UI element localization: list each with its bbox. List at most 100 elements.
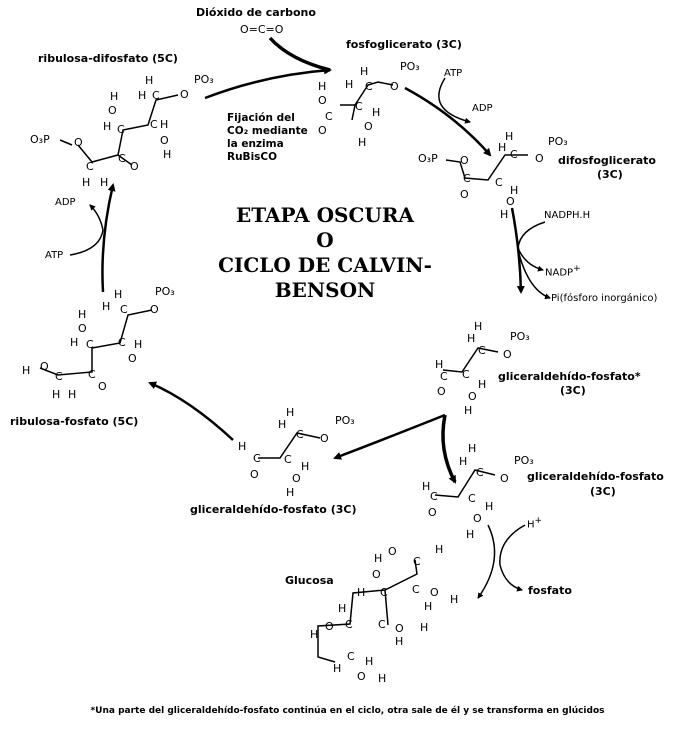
svg-text:C: C	[325, 110, 333, 123]
molecule-gliceraldehido-right	[434, 469, 496, 498]
svg-text:H: H	[422, 480, 430, 493]
svg-text:C: C	[86, 160, 94, 173]
svg-text:H: H	[22, 364, 30, 377]
svg-text:O: O	[473, 512, 482, 525]
svg-text:C: C	[88, 368, 96, 381]
h-plus-charge: +	[534, 516, 543, 526]
fixation-line: RuBisCO	[227, 151, 278, 163]
arrow-co2-in	[268, 36, 331, 72]
svg-text:PO₃: PO₃	[335, 414, 355, 427]
svg-text:O: O	[40, 360, 49, 373]
svg-text:H: H	[498, 141, 506, 154]
arrow-to-glucose	[477, 524, 496, 599]
svg-text:H: H	[424, 600, 432, 613]
atp-left-label: ATP	[45, 250, 64, 261]
pi-label: Pi(fósforo inorgánico)	[551, 293, 658, 304]
svg-text:O: O	[98, 380, 107, 393]
title-line: CICLO DE CALVIN-	[218, 253, 432, 277]
svg-text:H: H	[138, 89, 146, 102]
svg-text:C: C	[253, 452, 261, 465]
svg-text:H: H	[468, 442, 476, 455]
title-line: ETAPA OSCURA	[236, 203, 414, 227]
svg-text:H: H	[134, 338, 142, 351]
svg-text:H: H	[450, 593, 458, 606]
arrow-g3p-to-ru5p	[148, 381, 234, 441]
fixation-line: la enzima	[227, 138, 284, 150]
svg-text:O: O	[460, 188, 469, 201]
svg-text:O: O	[372, 568, 381, 581]
svg-text:C: C	[378, 618, 386, 631]
molecule-gliceraldehido-star	[442, 347, 499, 373]
svg-text:C: C	[345, 618, 353, 631]
svg-text:H: H	[82, 176, 90, 189]
svg-text:O: O	[460, 154, 469, 167]
svg-text:H: H	[301, 460, 309, 473]
svg-text:O: O	[130, 160, 139, 173]
gliceraldehido-left-label: gliceraldehído-fosfato (3C)	[190, 503, 357, 516]
svg-text:H: H	[357, 586, 365, 599]
difosfoglicerato-label: difosfoglicerato	[558, 154, 656, 167]
gliceraldehido-right-carbons: (3C)	[590, 485, 616, 498]
svg-text:H: H	[286, 406, 294, 419]
svg-text:H: H	[102, 300, 110, 313]
svg-text:PO₃: PO₃	[194, 73, 214, 86]
svg-text:O: O	[468, 390, 477, 403]
ribulosa-fosfato-label: ribulosa-fosfato (5C)	[10, 415, 139, 428]
svg-text:O: O	[318, 94, 327, 107]
title-line: BENSON	[274, 278, 376, 302]
svg-text:H: H	[333, 662, 341, 675]
svg-text:C: C	[495, 176, 503, 189]
fosfato-label: fosfato	[528, 584, 572, 597]
fixation-annotation: Fijación del CO₂ mediante la enzima RuBi…	[227, 112, 308, 164]
adp-top-label: ADP	[472, 103, 493, 114]
svg-text:O: O	[160, 134, 169, 147]
svg-text:C: C	[355, 100, 363, 113]
arrow-g3p-split-left	[333, 413, 446, 460]
svg-text:C: C	[510, 148, 518, 161]
molecule-glucosa	[317, 559, 418, 663]
svg-text:H: H	[345, 78, 353, 91]
svg-text:H: H	[160, 118, 168, 131]
svg-text:O: O	[535, 152, 544, 165]
fixation-line: Fijación del	[227, 112, 295, 124]
svg-text:H: H	[459, 455, 467, 468]
svg-text:O: O	[430, 586, 439, 599]
glucosa-label: Glucosa	[285, 574, 334, 587]
svg-text:PO₃: PO₃	[155, 285, 175, 298]
svg-text:H: H	[378, 672, 386, 685]
svg-text:O: O	[128, 352, 137, 365]
svg-text:C: C	[365, 80, 373, 93]
page-title: ETAPA OSCURA O CICLO DE CALVIN- BENSON	[190, 203, 460, 303]
arrow-ru5p-to-rubp	[101, 183, 116, 293]
svg-text:H: H	[395, 635, 403, 648]
nadp-charge: +	[573, 264, 581, 274]
svg-text:C: C	[120, 303, 128, 316]
svg-text:H: H	[278, 418, 286, 431]
svg-text:C: C	[440, 370, 448, 383]
arrow-nadph	[517, 221, 546, 249]
svg-text:H: H	[510, 184, 518, 197]
svg-text:C: C	[117, 123, 125, 136]
svg-text:H: H	[100, 176, 108, 189]
svg-text:H: H	[478, 378, 486, 391]
svg-text:O: O	[150, 303, 159, 316]
svg-text:O: O	[250, 468, 259, 481]
svg-text:H: H	[110, 90, 118, 103]
svg-text:H: H	[374, 552, 382, 565]
svg-text:O: O	[437, 385, 446, 398]
svg-text:H: H	[485, 500, 493, 513]
svg-text:H: H	[500, 208, 508, 221]
svg-text:H: H	[52, 388, 60, 401]
svg-text:C: C	[152, 89, 160, 102]
h-plus-text: H	[527, 519, 535, 531]
svg-text:PO₃: PO₃	[510, 330, 530, 343]
svg-text:O: O	[325, 620, 334, 633]
arrow-pi	[517, 249, 551, 300]
svg-text:H: H	[420, 621, 428, 634]
nadp-label: NADP+	[545, 264, 581, 278]
svg-text:PO₃: PO₃	[548, 135, 568, 148]
svg-text:C: C	[380, 586, 388, 599]
svg-text:C: C	[296, 428, 304, 441]
svg-text:C: C	[86, 338, 94, 351]
svg-text:O: O	[428, 506, 437, 519]
